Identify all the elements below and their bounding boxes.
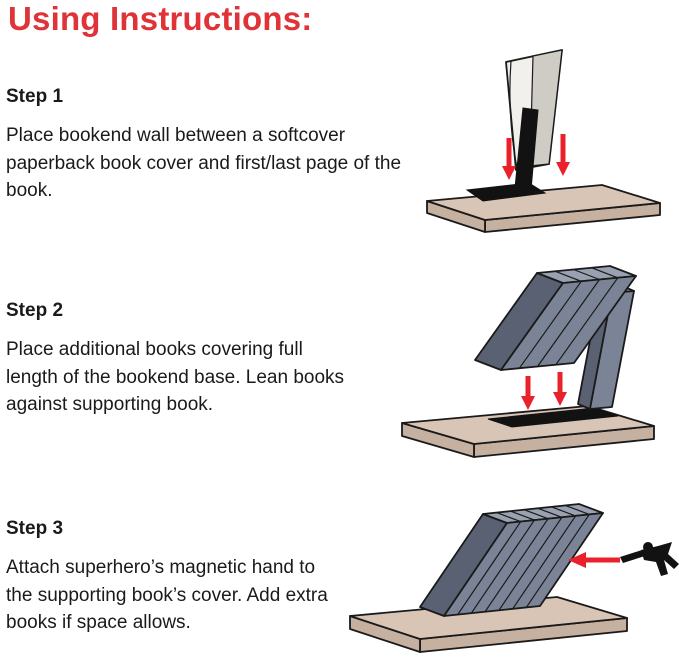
step-1-illustration bbox=[426, 49, 661, 233]
magnet-attach-arrow-icon bbox=[568, 552, 620, 568]
shelf-graphic bbox=[426, 184, 661, 233]
step-3-section: Step 3 Attach superhero’s magnetic hand … bbox=[6, 518, 330, 637]
down-arrow-icon bbox=[553, 372, 567, 406]
step-3-illustration bbox=[349, 503, 679, 653]
down-arrow-icon bbox=[502, 138, 516, 180]
leaning-books-graphic bbox=[474, 265, 637, 371]
bookend-wall-graphic bbox=[514, 107, 539, 191]
step-2-section: Step 2 Place additional books covering f… bbox=[6, 300, 350, 419]
step-2-body: Place additional books covering full len… bbox=[6, 339, 345, 416]
step-1-section: Step 1 Place bookend wall between a soft… bbox=[6, 86, 430, 205]
step-3-heading: Step 3 bbox=[6, 518, 64, 539]
leaning-books-graphic bbox=[419, 503, 604, 617]
shelf-graphic bbox=[349, 596, 628, 653]
shelf-graphic bbox=[401, 405, 655, 458]
down-arrow-icon bbox=[556, 134, 570, 176]
step-2-heading: Step 2 bbox=[6, 300, 64, 321]
down-arrow-icon bbox=[521, 376, 535, 410]
step-2-illustration bbox=[401, 265, 655, 458]
step-1-heading: Step 1 bbox=[6, 86, 64, 107]
step-1-body: Place bookend wall between a softcover p… bbox=[6, 125, 402, 202]
page-title: Using Instructions: bbox=[8, 0, 313, 37]
step-3-body: Attach superhero’s magnetic hand to the … bbox=[6, 557, 328, 634]
superhero-icon bbox=[620, 542, 679, 576]
bookend-base-graphic bbox=[487, 407, 619, 428]
